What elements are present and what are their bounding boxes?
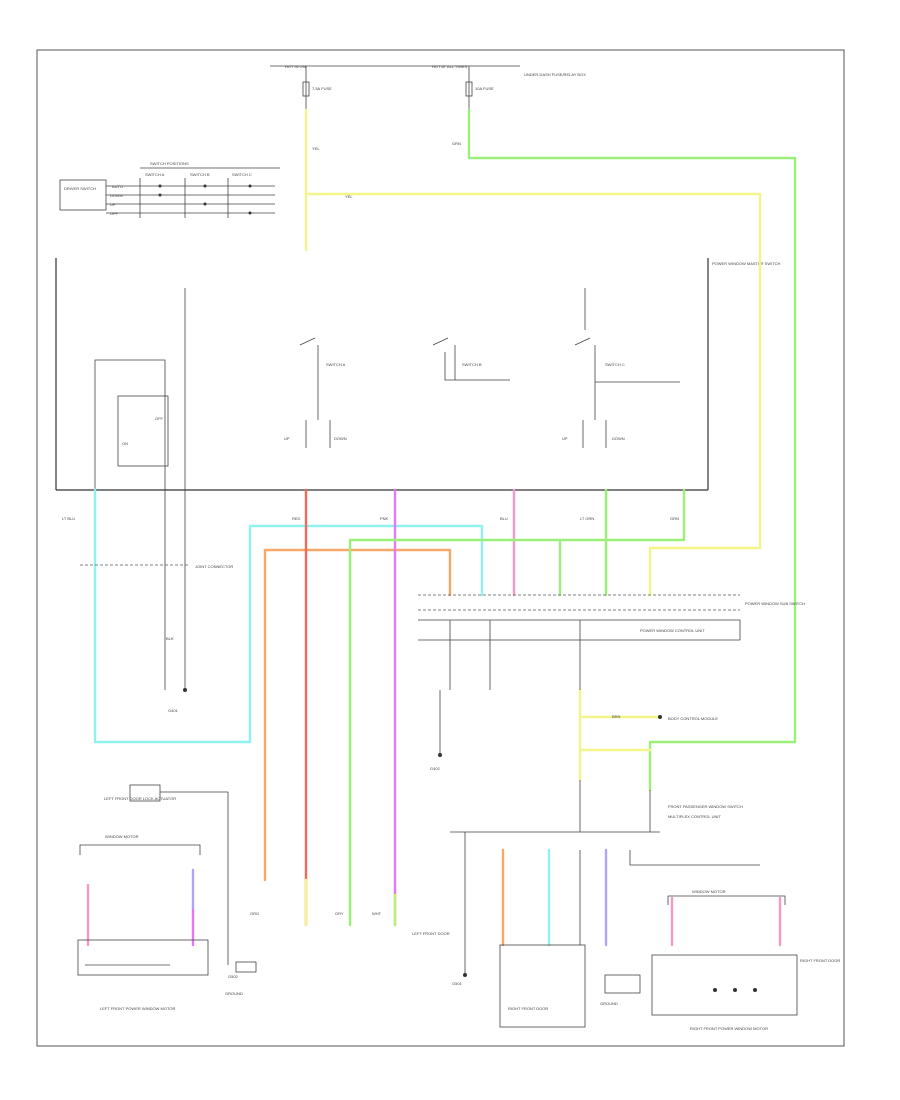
sub-switch-label: POWER WINDOW SUB SWITCH: [745, 601, 805, 606]
switch-position-table: SWITCH POSITIONS SWITCH A SWITCH B SWITC…: [59, 161, 280, 218]
control-unit-label: POWER WINDOW CONTROL UNIT: [640, 628, 705, 633]
power-bus: HOT IN ON HOT AT ALL TIMES UNDER-DASH FU…: [270, 64, 586, 77]
fuse-right-label: 10A FUSE: [475, 86, 494, 91]
switch-c-up: UP: [562, 436, 568, 441]
wc-yel-2: YEL: [345, 194, 353, 199]
ground-g4: G502: [228, 974, 239, 979]
wc-grn-1: GRN: [452, 141, 461, 146]
switch-c: SWITCH C UP DOWN: [562, 337, 680, 448]
passenger-switch-label: FRONT PASSENGER WINDOW SWITCH: [668, 804, 743, 809]
center-right-door: RIGHT FRONT DOOR: [508, 1006, 548, 1011]
wc-brn: BRN: [612, 714, 621, 719]
power-label-left: HOT IN ON: [285, 64, 306, 69]
switch-a-label: SWITCH A: [326, 362, 346, 367]
relay-off-label: OFF: [155, 416, 164, 421]
ground-g2: G402: [430, 766, 441, 771]
master-switch-label: POWER WINDOW MASTER SWITCH: [712, 261, 781, 266]
switch-col-c: SWITCH C: [232, 172, 252, 177]
switch-b: SWITCH B: [432, 337, 510, 381]
multiplex-label: MULTIPLEX CONTROL UNIT: [668, 814, 721, 819]
thin-wires: JOINT CONNECTOR: [80, 490, 760, 975]
center-left-door: LEFT FRONT DOOR: [412, 931, 450, 936]
right-motor-title: WINDOW MOTOR: [692, 889, 726, 894]
center-module: LEFT FRONT DOOR RIGHT FRONT DOOR GROUND: [412, 931, 641, 1028]
switch-c-down: DOWN: [612, 436, 625, 441]
fuse-left: 7.5A FUSE: [302, 66, 332, 110]
wire-ltgreen: [348, 538, 562, 927]
wc-org: ORG: [250, 911, 259, 916]
junction-connector-left: JOINT CONNECTOR: [195, 564, 233, 569]
switch-row-up: UP: [110, 202, 116, 207]
ground-g3: G501: [452, 981, 463, 986]
wc-blu: BLU: [500, 516, 508, 521]
relay-on-label: ON: [122, 441, 128, 446]
wc-wht: WHT: [372, 911, 382, 916]
left-lock-actuator: LEFT FRONT DOOR LOCK ACTUATOR: [104, 784, 176, 802]
fuse-box-label: UNDER-DASH FUSE/RELAY BOX: [524, 72, 586, 77]
wire-green: [467, 108, 797, 792]
left-ground-label: GROUND: [225, 991, 243, 996]
right-window-switch: FRONT PASSENGER WINDOW SWITCH MULTIPLEX …: [450, 715, 743, 833]
ground-g1: G401: [168, 708, 179, 713]
left-lock-label: LEFT FRONT DOOR LOCK ACTUATOR: [104, 796, 176, 801]
fuse-left-label: 7.5A FUSE: [312, 86, 332, 91]
wc-ltblu: LT BLU: [62, 516, 75, 521]
left-motor-title: WINDOW MOTOR: [105, 834, 139, 839]
wires: [86, 108, 797, 947]
wire-cyan: [93, 488, 484, 744]
wc-gry: GRY: [335, 911, 344, 916]
switch-row-down: DOWN: [110, 193, 123, 198]
diagram-frame: [36, 49, 845, 1047]
switch-row-label: DRIVER SWITCH: [64, 186, 96, 191]
switch-row-off: OFF: [110, 211, 119, 216]
left-motor-unit: LEFT FRONT POWER WINDOW MOTOR: [100, 1006, 175, 1011]
relay-box: ON OFF: [94, 359, 169, 490]
right-door-label: RIGHT FRONT DOOR: [800, 958, 840, 963]
switch-col-b: SWITCH B: [190, 172, 210, 177]
right-motor-unit: RIGHT FRONT POWER WINDOW MOTOR: [690, 1026, 768, 1031]
wc-red: RED: [292, 516, 301, 521]
left-window-motor: WINDOW MOTOR LEFT FRONT POWER WINDOW MOT…: [77, 834, 257, 1011]
grounds: G401 G402 G501 G502: [168, 688, 467, 986]
switch-a: SWITCH A UP DOWN: [284, 337, 347, 448]
switch-a-up: UP: [284, 436, 290, 441]
wire-orange: [263, 548, 452, 882]
wire-ltgreen-3: [558, 488, 686, 542]
front-passenger-sub-switch: POWER WINDOW SUB SWITCH POWER WINDOW CON…: [418, 594, 805, 641]
switch-a-down: DOWN: [334, 436, 347, 441]
switch-table-title: SWITCH POSITIONS: [150, 161, 189, 166]
fuse-right: 10A FUSE: [465, 66, 494, 110]
wc-blk: BLK: [166, 636, 174, 641]
switch-row-auto: AUTO: [112, 184, 123, 189]
right-window-motor: WINDOW MOTOR RIGHT FRONT POWER WINDOW MO…: [651, 889, 840, 1031]
power-label-right: HOT AT ALL TIMES: [432, 64, 467, 69]
switch-b-label: SWITCH B: [462, 362, 482, 367]
switch-col-a: SWITCH A: [145, 172, 165, 177]
wc-grn-2: GRN: [670, 516, 679, 521]
wc-yel-1: YEL: [312, 146, 320, 151]
wc-pnk: PNK: [380, 516, 389, 521]
wire-yellow-branch: [304, 192, 762, 597]
bcm-label: BODY CONTROL MODULE: [668, 716, 718, 721]
switch-c-label: SWITCH C: [605, 362, 625, 367]
wc-ltgrn: LT GRN: [580, 516, 594, 521]
wire-color-labels: YEL YEL GRN RED PNK LT BLU LT GRN BLU GR…: [62, 141, 679, 916]
right-ground-label: GROUND: [600, 1001, 618, 1006]
